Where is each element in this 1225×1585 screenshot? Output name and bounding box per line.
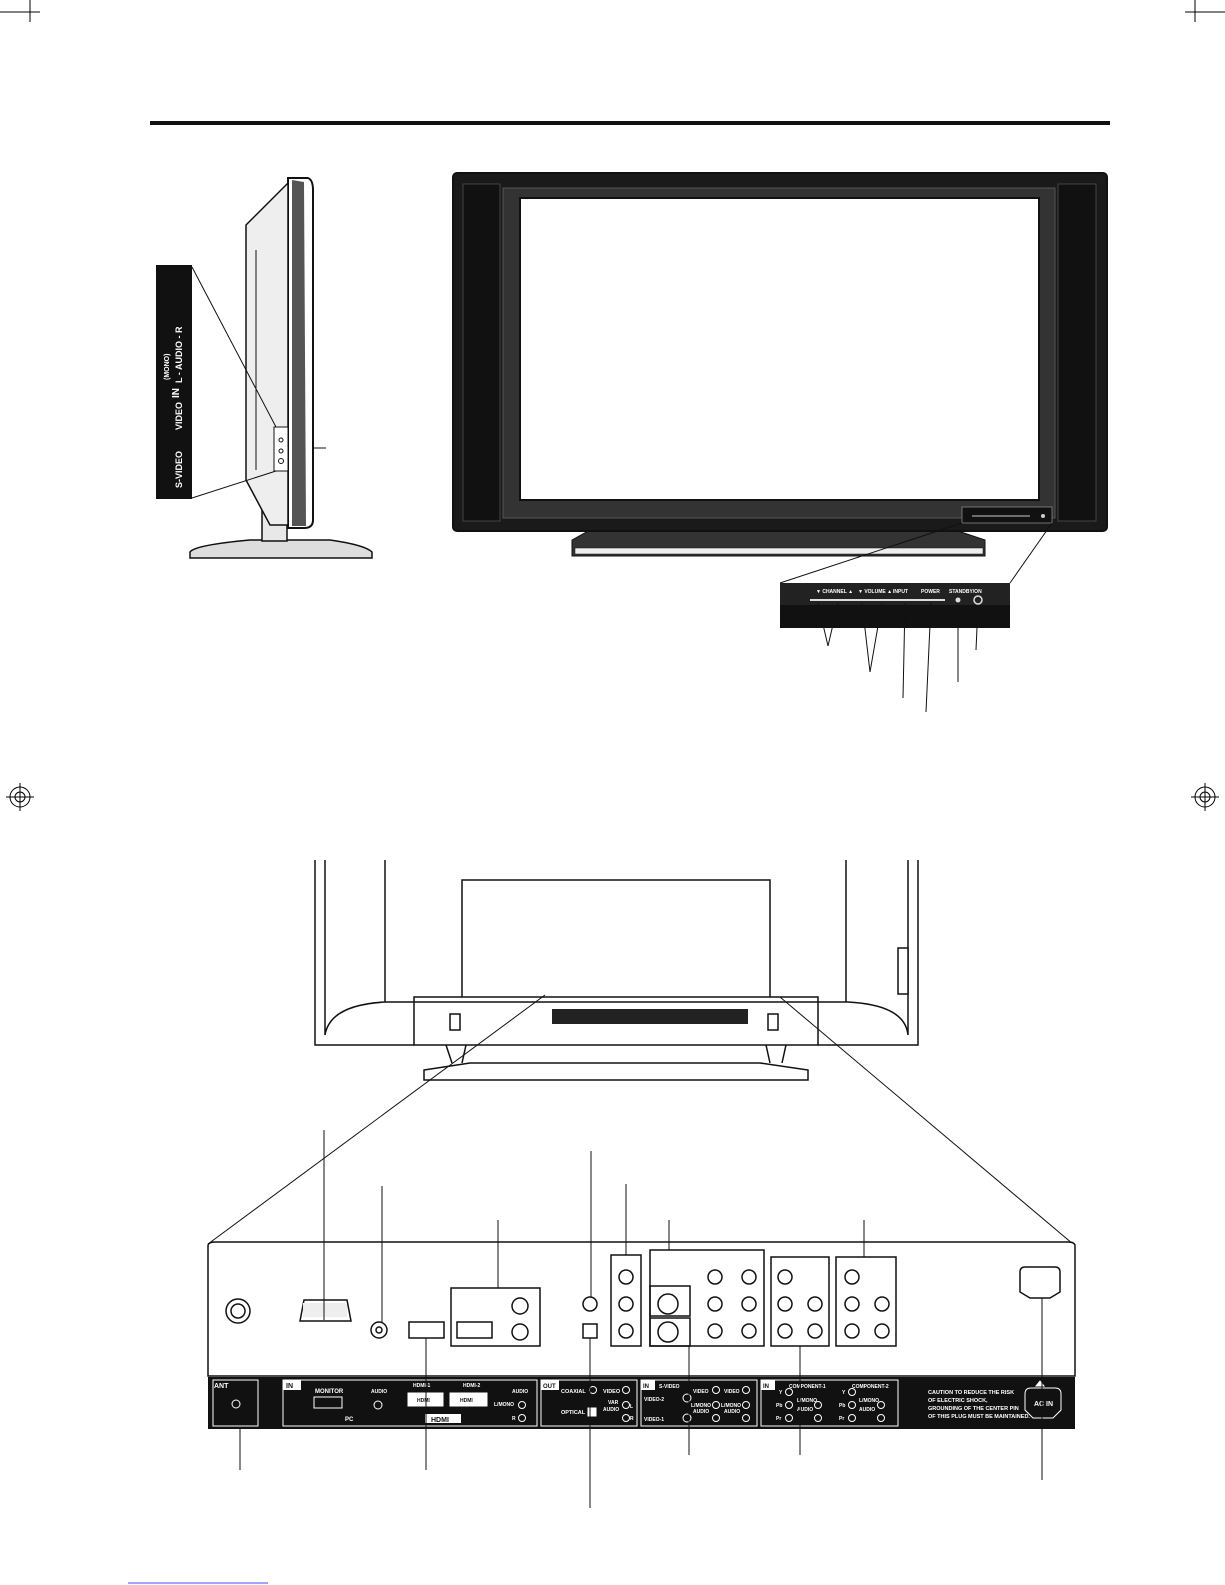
front-control-panel-zoom: ▼ CHANNEL ▲ ▼ VOLUME ▲ INPUT POWER STAND…: [780, 583, 1010, 713]
hdmi-lmono-label: L/MONO: [494, 1402, 514, 1408]
av-audio2-label: AUDIO: [693, 1409, 709, 1415]
comp1-pb-label: Pb: [776, 1403, 782, 1409]
ac-in-label: AC IN: [1034, 1401, 1053, 1408]
crop-marks: [0, 0, 1225, 22]
hdmi2-label: HDMI-2: [463, 1383, 480, 1389]
comp2-pr-label: Pr: [839, 1416, 844, 1422]
registration-mark-right: [1191, 783, 1219, 811]
caution-line-3: GROUNDING OF THE CENTER PIN: [928, 1406, 1019, 1412]
tv-side-view: [189, 177, 373, 559]
comp1-lmono-label: L/MONO: [797, 1398, 817, 1404]
front-standby-label: STANDBY/ON: [949, 589, 982, 595]
comp2-lmono-label: L/MONO: [859, 1398, 879, 1404]
av-audio1-label: AUDIO: [724, 1409, 740, 1415]
out-r-label: R: [630, 1416, 634, 1422]
coaxial-label: COAXIAL: [561, 1389, 586, 1395]
rear-zoom-lines: [207, 994, 1074, 1245]
caution-line-4: OF THIS PLUG MUST BE MAINTAINED.: [928, 1414, 1030, 1420]
hdmi-logo-box: [425, 1414, 461, 1423]
out-label: OUT: [543, 1384, 556, 1390]
side-input-panel-zoom: IN (MONO) L - AUDIO - R VIDEO S-VIDEO: [156, 265, 192, 499]
av-in-label: IN: [643, 1384, 649, 1390]
av-video1-label: VIDEO: [724, 1389, 740, 1395]
svideo-label: S-VIDEO: [659, 1384, 680, 1390]
pc-label: PC: [345, 1417, 354, 1423]
side-audio-label: L - AUDIO - R: [174, 326, 184, 383]
video2-label: VIDEO-2: [644, 1397, 664, 1403]
hdmi-audio-label: AUDIO: [512, 1389, 528, 1395]
caution-line-2: OF ELECTRIC SHOCK,: [928, 1398, 988, 1404]
rear-label-strip: ANT IN MONITOR AUDIO PC HDMI-1 HDMI-2 HD…: [208, 1377, 1075, 1429]
rear-callout-lines: [239, 1130, 1043, 1508]
front-channel-label: ▼ CHANNEL ▲: [816, 589, 853, 595]
caution-line-1: CAUTION TO REDUCE THE RISK: [928, 1390, 1014, 1396]
front-input-label: INPUT: [893, 589, 908, 595]
side-in-label: IN: [171, 388, 182, 398]
front-volume-label: ▼ VOLUME ▲: [858, 589, 892, 595]
pc-audio-label: AUDIO: [371, 1389, 387, 1395]
out-video-label: VIDEO: [603, 1389, 621, 1395]
side-mono-label: (MONO): [164, 354, 171, 380]
hdmi-r-label: R: [512, 1416, 516, 1422]
video1-label: VIDEO-1: [644, 1417, 664, 1423]
comp-in-label: IN: [763, 1384, 769, 1390]
av-lmono2-label: L/MONO: [691, 1403, 711, 1409]
hdmi2-port-label: HDMI: [460, 1398, 473, 1404]
side-svideo-label: S-VIDEO: [174, 451, 184, 488]
comp2-pb-label: Pb: [839, 1403, 845, 1409]
tv-rear-view: [314, 860, 919, 1081]
registration-mark-left: [6, 783, 34, 811]
header-rule: [150, 121, 1110, 125]
hdmi1-port-label: HDMI: [417, 1398, 430, 1404]
pc-in-label: IN: [286, 1383, 293, 1390]
comp1-pr-label: Pr: [776, 1416, 781, 1422]
av-video2-label: VIDEO: [693, 1389, 709, 1395]
front-power-label: POWER: [921, 589, 940, 595]
optical-label: OPTICAL: [561, 1410, 586, 1416]
rear-terminal-panel: [207, 1241, 1076, 1377]
av-lmono1-label: L/MONO: [721, 1403, 741, 1409]
comp1-y-label: Y: [779, 1390, 783, 1396]
monitor-label: MONITOR: [315, 1389, 344, 1395]
comp1-audio-label: AUDIO: [797, 1407, 813, 1413]
monitor-port-shape: [303, 1303, 347, 1317]
tv-front-view: [452, 172, 1108, 584]
out-l-label: L: [630, 1404, 633, 1410]
hdmi-logo-label: HDMI: [431, 1417, 449, 1424]
var-label: VAR: [608, 1400, 619, 1406]
component2-label: COMPONENT-2: [852, 1384, 889, 1390]
hdmi1-label: HDMI-1: [413, 1383, 430, 1389]
side-video-label: VIDEO: [174, 402, 184, 430]
comp2-audio-label: AUDIO: [859, 1407, 875, 1413]
ant-label: ANT: [214, 1383, 229, 1390]
comp2-y-label: Y: [842, 1390, 846, 1396]
var-audio-label: AUDIO: [603, 1407, 619, 1413]
component1-label: COMPONENT-1: [789, 1384, 826, 1390]
